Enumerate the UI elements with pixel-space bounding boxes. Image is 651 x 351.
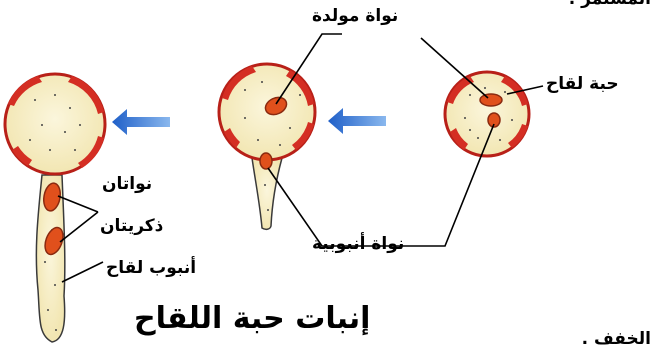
- diagram-title: إنبات حبة اللقاح: [134, 301, 370, 336]
- stage-2-pollen-with-short-tube: [219, 64, 315, 229]
- leader-lines: [58, 34, 543, 282]
- generative-nucleus-stage-1: [480, 94, 502, 106]
- label-generative-nucleus: نواة مولدة: [312, 6, 398, 26]
- label-two-nuclei: نواتان: [102, 174, 152, 194]
- label-pollen-tube: أنبوب لقاح: [106, 258, 196, 278]
- arrow-left-icon: [328, 108, 386, 134]
- leader-two-nuclei-b: [60, 212, 98, 242]
- tube-nucleus-stage-2: [260, 153, 272, 169]
- arrow-left-icon: [112, 109, 170, 135]
- top-edge-text: المستمر .: [531, 0, 651, 9]
- label-tube-nucleus: نواة أنبوبية: [312, 234, 404, 254]
- label-pollen-grain: حبة لقاح: [546, 74, 619, 94]
- label-male-nuclei: ذكريتان: [100, 216, 163, 236]
- bottom-edge-text: الخفف .: [582, 329, 651, 349]
- leader-pollen-tube: [62, 262, 103, 282]
